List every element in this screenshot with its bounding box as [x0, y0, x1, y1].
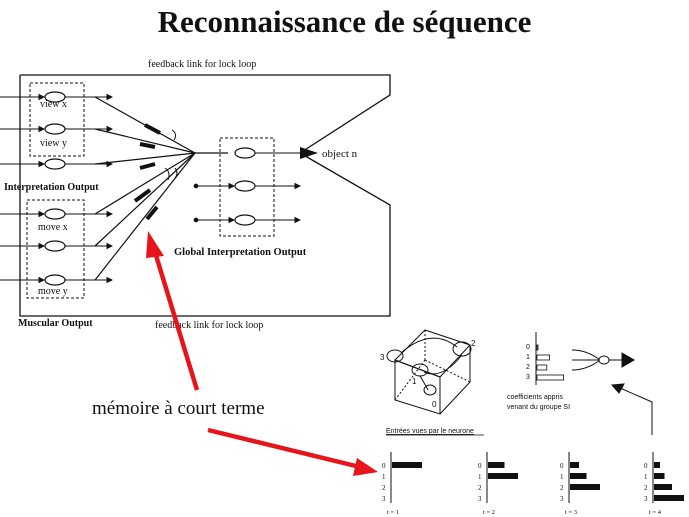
time-panel-tick: 3 — [478, 495, 482, 503]
red-annotation-arrows — [146, 231, 378, 476]
time-panel-bar — [488, 462, 505, 468]
time-panel-bar — [654, 462, 660, 468]
time-panel-bar — [570, 473, 587, 479]
neuron-move-x — [44, 208, 66, 220]
coeff-tick-0: 0 — [526, 344, 530, 351]
view-y-label: view y — [40, 138, 67, 149]
global-neurons — [234, 147, 256, 226]
time-panel-1: 0 1 2 3t = 1 — [382, 452, 422, 516]
coeff-bar-3 — [536, 374, 565, 381]
coeff-tick-2: 2 — [526, 364, 530, 371]
delay-segments — [133, 123, 161, 221]
time-panel-bar — [392, 462, 422, 468]
move-y-label: move y — [38, 286, 68, 297]
cube-label-1: 1 — [412, 377, 417, 386]
time-panel-bar — [654, 473, 665, 479]
input-neurons — [44, 91, 66, 286]
time-panel-bar — [654, 484, 672, 490]
coeff-caption-2: venant du groupe SI — [507, 404, 570, 411]
time-panel-tick: 0 — [560, 462, 564, 470]
global-input-arrows — [193, 182, 236, 224]
time-panel-bar — [488, 473, 518, 479]
red-arrow-down-head — [353, 458, 378, 476]
time-panel-bar — [570, 462, 579, 468]
time-panel-tick: 1 — [644, 473, 648, 481]
time-panel-tick: 3 — [560, 495, 564, 503]
time-panel-tick: 1 — [478, 473, 482, 481]
neuron-view-y — [44, 158, 66, 170]
time-panel-4: 0 1 2 3t = 4 — [644, 452, 684, 516]
time-panel-tick: 0 — [382, 462, 386, 470]
synapse-ticks — [164, 129, 178, 181]
time-panel-tick: 2 — [644, 484, 648, 492]
network-frame — [19, 74, 391, 317]
red-arrow-up-head — [146, 231, 164, 258]
object-n-arrowhead — [300, 147, 318, 159]
global-neuron-3 — [234, 214, 256, 226]
cube-label-0: 0 — [432, 400, 437, 409]
short-term-memory-label: mémoire à court terme — [92, 398, 265, 419]
time-panel-label: t = 1 — [387, 509, 399, 516]
feedback-label-top: feedback link for lock loop — [148, 59, 256, 70]
time-panel-tick: 0 — [644, 462, 648, 470]
neuron-view-x-2 — [44, 123, 66, 135]
object-n-label: object n — [322, 148, 358, 160]
neuron-move-y — [44, 274, 66, 286]
output-neuron — [571, 349, 653, 435]
time-panel-3: 0 1 2 3t = 3 — [560, 452, 600, 516]
coeff-bar-1 — [536, 354, 551, 361]
interpretation-output-label: Interpretation Output — [4, 182, 99, 193]
time-panel-tick: 2 — [478, 484, 482, 492]
time-panel-2: 0 1 2 3t = 2 — [478, 452, 518, 516]
feedback-label-bottom: feedback link for lock loop — [155, 320, 263, 331]
cube-graph — [386, 329, 472, 415]
muscular-group — [26, 199, 85, 299]
time-panel-label: t = 3 — [565, 509, 577, 516]
coeff-bar-2 — [536, 364, 548, 371]
global-neuron-2 — [234, 180, 256, 192]
interpretation-group — [29, 82, 85, 157]
time-panel-bar — [570, 484, 600, 490]
neuron-output-arrows — [65, 93, 114, 284]
view-x-label: view x — [40, 99, 67, 110]
time-panel-tick: 3 — [382, 495, 386, 503]
coeff-panel: 0 1 2 3 coefficients appris venant du gr… — [507, 332, 570, 411]
global-neuron-1 — [234, 147, 256, 159]
coeff-caption-1: coefficients appris — [507, 394, 563, 401]
time-panel-label: t = 4 — [649, 509, 662, 516]
time-panel-tick: 2 — [382, 484, 386, 492]
time-panel-tick: 2 — [560, 484, 564, 492]
global-group — [219, 137, 275, 237]
cube-label-3: 3 — [380, 353, 385, 362]
converging-links — [94, 96, 196, 281]
neuron-view-x — [44, 91, 66, 103]
muscular-output-label: Muscular Output — [18, 318, 93, 329]
slide-title: Reconnaissance de séquence — [157, 4, 532, 39]
global-output-arrows — [255, 152, 302, 224]
neuron-move-mid — [44, 240, 66, 252]
coeff-tick-1: 1 — [526, 354, 530, 361]
time-panel-tick: 3 — [644, 495, 648, 503]
time-panel-tick: 1 — [560, 473, 564, 481]
coeff-tick-3: 3 — [526, 374, 530, 381]
red-arrow-up-shaft — [152, 251, 200, 391]
entries-caption: Entrées vues par le neurone — [386, 428, 474, 435]
red-arrow-down-shaft — [207, 427, 361, 470]
time-panel-tick: 1 — [382, 473, 386, 481]
coeff-bars — [536, 344, 565, 381]
time-panel-bar — [654, 495, 684, 501]
coeff-bar-0 — [536, 344, 539, 351]
move-x-label: move x — [38, 222, 68, 233]
time-panel-label: t = 2 — [483, 509, 495, 516]
global-interpretation-output-label: Global Interpretation Output — [174, 247, 307, 258]
cube-label-2: 2 — [471, 339, 476, 348]
time-panel-tick: 0 — [478, 462, 482, 470]
input-arrows — [0, 93, 46, 284]
